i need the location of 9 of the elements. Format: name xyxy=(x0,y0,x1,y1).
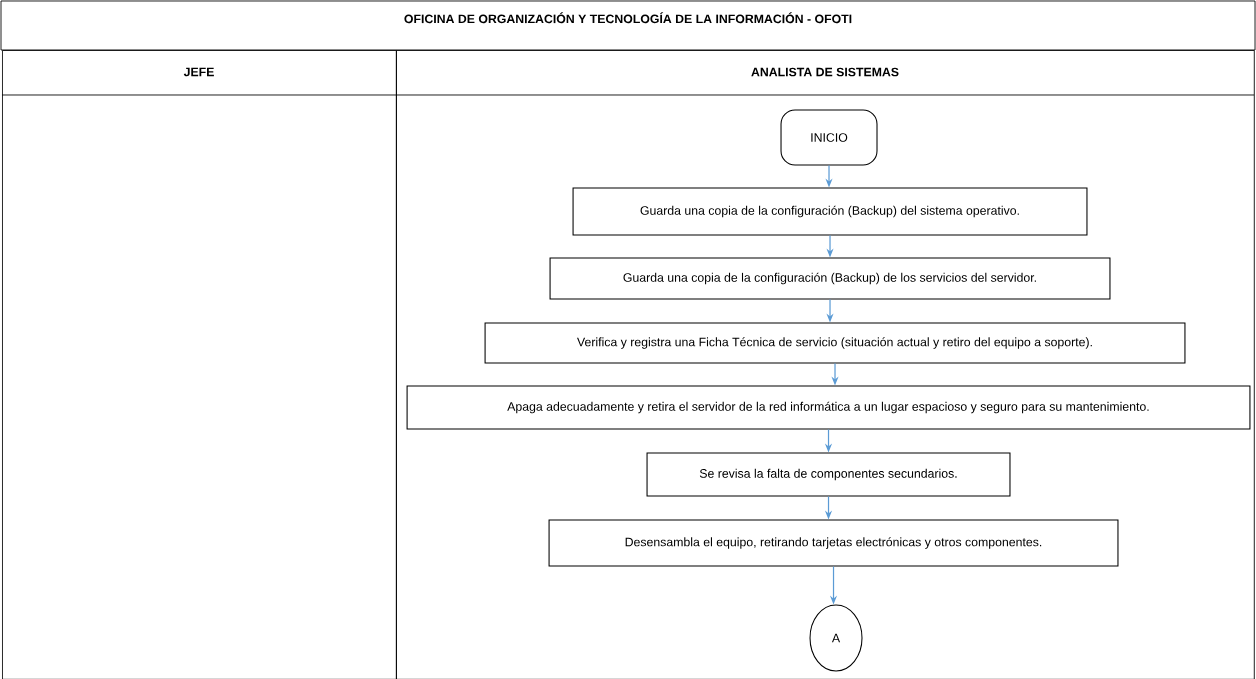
process-box: Guarda una copia de la configuración (Backup) de los servicios del servidor. xyxy=(549,257,1111,300)
start-terminal: INICIO xyxy=(780,109,878,166)
swimlane: JEFE xyxy=(1,50,397,679)
process-box: Apaga adecuadamente y retira el servidor de la red informática a un lugar espacioso y seguro para su mantenimiento. xyxy=(406,385,1251,430)
process-box: Verifica y registra una Ficha Técnica de servicio (situación actual y retiro del equipo a soporte). xyxy=(484,322,1186,364)
process-box: Se revisa la falta de componentes secundarios. xyxy=(646,452,1011,497)
table-title: OFICINA DE ORGANIZACIÓN Y TECNOLOGÍA DE LA INFORMACIÓN - OFOTI xyxy=(404,12,852,24)
process-box: Desensambla el equipo, retirando tarjetas electrónicas y otros componentes. xyxy=(548,519,1119,567)
process-box: Guarda una copia de la configuración (Backup) del sistema operativo. xyxy=(572,187,1088,236)
